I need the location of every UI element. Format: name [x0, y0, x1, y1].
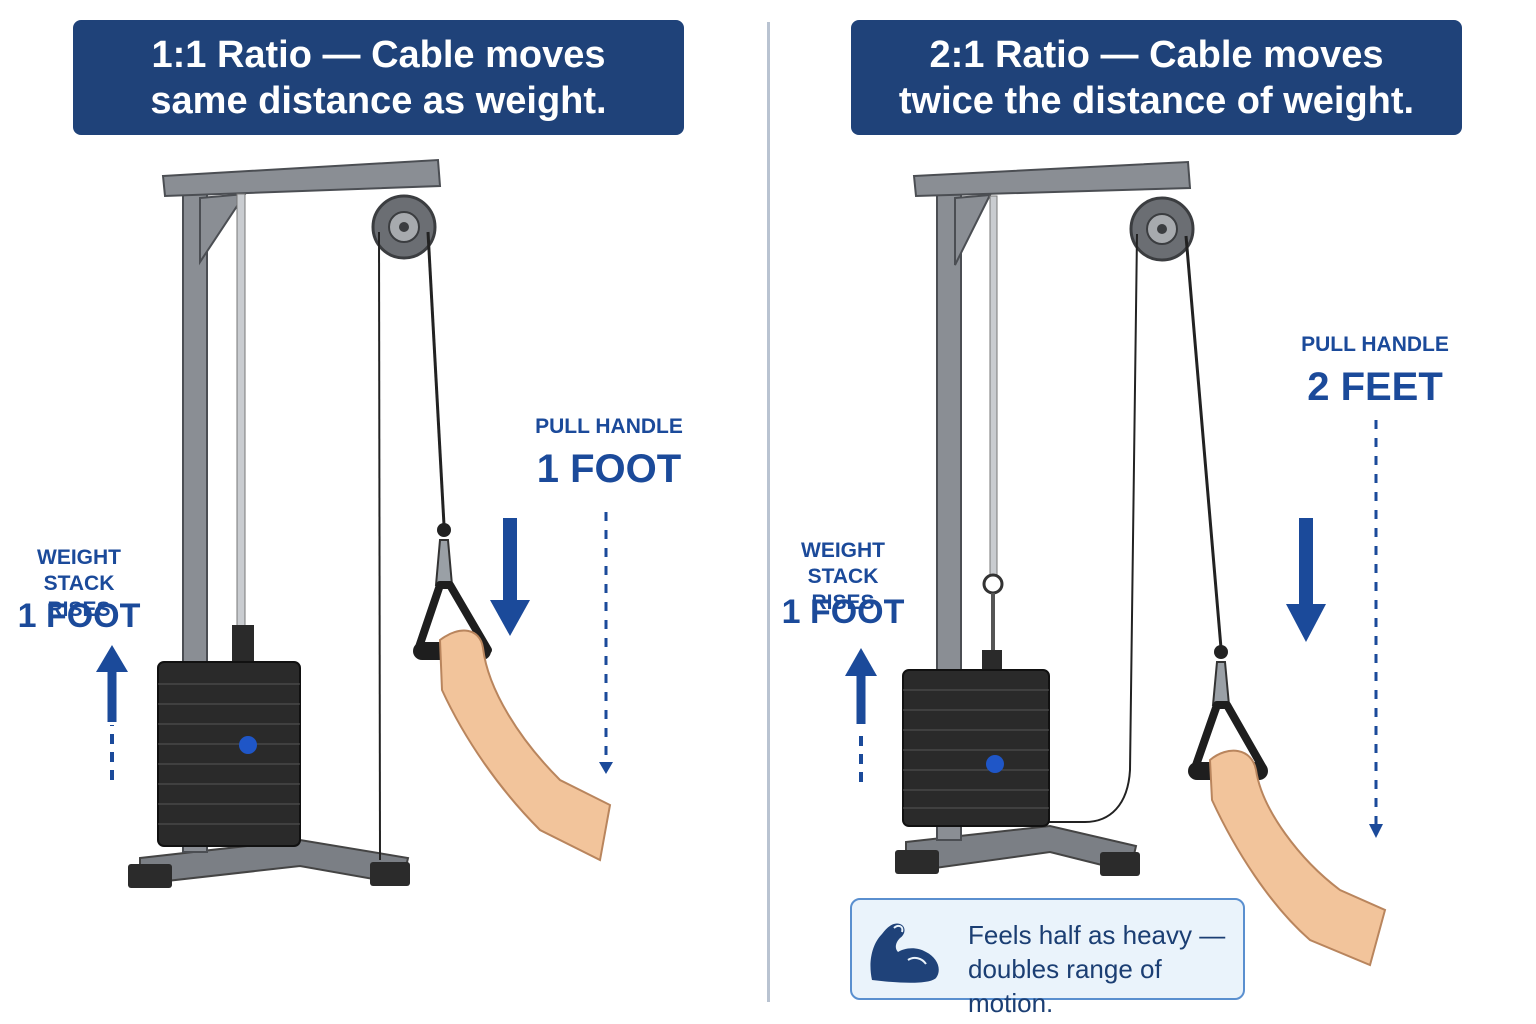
right-cable-machine	[845, 162, 1385, 965]
left-weight-stack	[158, 625, 300, 846]
right-machine-base	[895, 826, 1140, 876]
left-pull-down-arrow	[490, 518, 530, 636]
left-top-beam	[163, 160, 440, 196]
left-pulley-icon	[373, 196, 435, 258]
left-cable-machine	[96, 160, 613, 888]
right-pulley-icon	[1131, 198, 1193, 260]
left-selector-pin-icon	[239, 736, 257, 754]
left-machine-base	[128, 840, 410, 888]
right-pull-label: PULL HANDLE	[1296, 332, 1454, 358]
left-pull-distance-line	[599, 512, 613, 774]
callout-line1: Feels half as heavy —	[968, 918, 1243, 952]
left-arm-icon	[440, 631, 610, 860]
left-cable-to-handle	[428, 232, 444, 525]
right-cable-to-handle	[1186, 236, 1221, 648]
flexed-bicep-icon	[864, 914, 946, 986]
right-pull-distance: 2 FEET	[1296, 364, 1454, 410]
left-guide-rod	[237, 194, 245, 629]
callout-text: Feels half as heavy — doubles range of m…	[968, 918, 1243, 1020]
left-weight-up-arrow	[96, 645, 128, 780]
left-pull-label: PULL HANDLE	[530, 414, 688, 440]
left-weight-label-line1: WEIGHT STACK	[8, 545, 150, 597]
callout-line2: doubles range of motion.	[968, 952, 1243, 1020]
right-weight-stack	[903, 650, 1049, 826]
right-pull-down-arrow	[1286, 518, 1326, 642]
right-pull-distance-line	[1369, 420, 1383, 838]
right-guide-rod	[990, 196, 997, 581]
left-cable-down	[379, 232, 380, 860]
right-weight-distance: 1 FOOT	[772, 592, 914, 632]
right-selector-pin-icon	[986, 755, 1004, 773]
right-top-beam	[914, 162, 1190, 196]
right-brace	[955, 195, 990, 265]
right-floating-pulley-icon	[984, 575, 1002, 593]
left-weight-distance: 1 FOOT	[8, 596, 150, 636]
callout-box: Feels half as heavy — doubles range of m…	[850, 898, 1245, 1000]
left-pull-distance: 1 FOOT	[530, 446, 688, 492]
right-weight-label-line1: WEIGHT STACK	[772, 538, 914, 590]
right-weight-up-arrow	[845, 648, 877, 782]
